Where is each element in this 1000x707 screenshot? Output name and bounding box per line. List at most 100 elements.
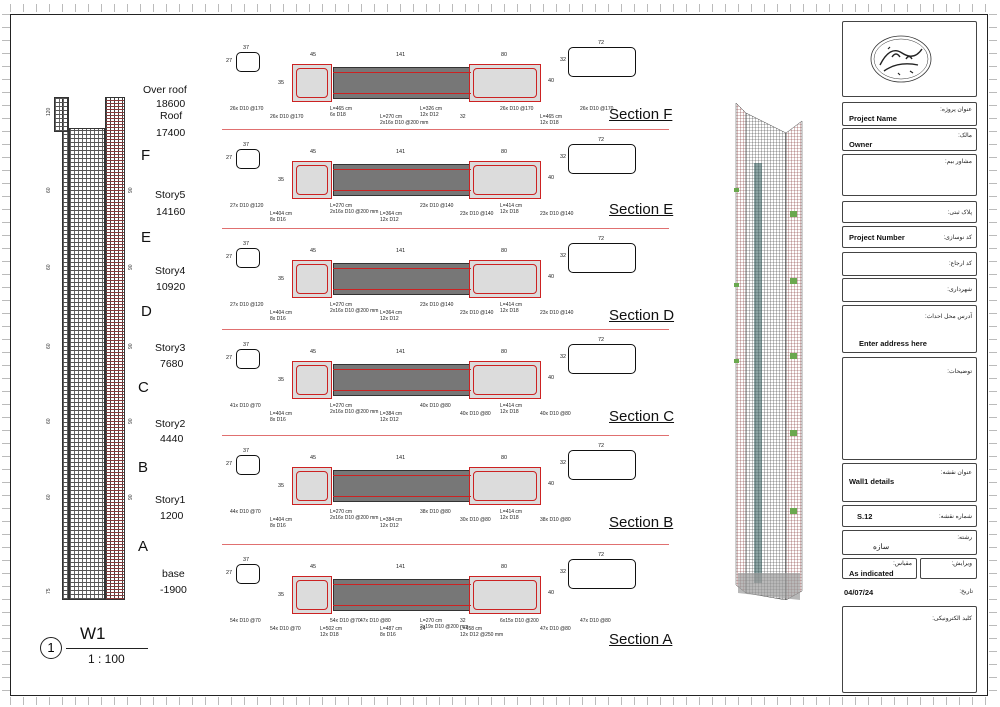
rebar-annotation: 47x D10 @80 [540,626,571,632]
level-elev: 4440 [160,433,184,445]
rebar-annotation: L=414 cm 12x D18 [500,509,523,521]
right-box-height-dim: 40 [548,481,555,487]
web-rebar-top [333,475,471,476]
right-stirrup-width-dim: 72 [598,137,605,143]
boundary-element-left [292,260,332,298]
dim-mid: 141 [396,149,406,155]
rebar-annotation: 32 [460,114,466,120]
level-name: Story5 [155,189,186,201]
stirrup-detail-left [236,248,260,268]
rebar-annotation: L=414 cm 12x D18 [500,203,523,215]
sheet-number: S.12 [857,512,873,521]
rebar-annotation: L=270 cm 2x16x D10 @200 mm [330,203,379,215]
stirrup-detail-left [236,564,260,584]
rebar-annotation: 23x D10 @140 [460,310,494,316]
rebar-annotation: 26x D10 @170 [580,106,614,112]
rebar-annotation: 40x D10 @80 [420,403,451,409]
rebar-annotation: 27x D10 @120 [230,203,264,209]
elevation-dim: 90 [128,418,134,424]
rebar-annotation: 6x15x D10 @200 [500,618,539,624]
boundary-element-right [469,361,541,399]
elevation-dim: 90 [128,494,134,500]
plaque-label: پلاک ثبتی: [947,210,972,216]
rebar-annotation: 27x D10 @120 [230,302,264,308]
logo-cell [842,21,977,97]
boundary-element-right [469,161,541,199]
web-rebar-top [333,268,471,269]
boundary-element-right [469,467,541,505]
level-elev: 17400 [156,127,186,139]
level-elev: 1200 [160,510,184,522]
rebar-annotation: L=404 cm 8x D16 [270,517,293,529]
elevation-dim: 90 [128,264,134,270]
owner-label: مالک: [958,133,972,139]
level-elev: -1900 [160,584,187,596]
rebar-annotation: L=364 cm 12x D12 [380,310,403,322]
rebar-annotation: L=270 cm 2x16x D10 @200 mm [380,114,429,126]
right-stirrup-height-dim: 32 [560,253,567,259]
address-label: آدرس محل احداث: [924,314,972,320]
key-cell: کلید الکترونیکی: [842,606,977,693]
dim-mid: 141 [396,349,406,355]
company-logo [870,35,932,83]
boundary-element-left [292,64,332,102]
boundary-element-right [469,576,541,614]
sheet-number-label: شماره نقشه: [939,514,972,520]
wall-elevation-body [69,128,105,600]
rebar-annotation: L=384 cm 12x D12 [380,411,403,423]
rebar-annotation: L=487 cm 8x D16 [380,626,403,638]
dim-left: 45 [310,248,317,254]
rebar-annotation: 23x D10 @140 [420,302,454,308]
rebar-annotation: 26x D10 @170 [230,106,264,112]
web-rebar-bottom [333,93,471,94]
address-cell: آدرس محل احداث: Enter address here [842,305,977,353]
zone-letter: A [138,538,149,555]
dim-mid: 141 [396,52,406,58]
elevation-dim: 90 [128,343,134,349]
discipline-cell: رشته: سازه [842,530,977,555]
right-stirrup-width-dim: 72 [598,40,605,46]
consultant-cell: مشاور بیم: [842,154,977,196]
dim-right: 80 [501,455,508,461]
elevation-dim: 120 [46,107,52,116]
dim-right: 80 [501,248,508,254]
right-stirrup-width-dim: 72 [598,337,605,343]
rebar-annotation: 23x D10 @140 [540,211,574,217]
stirrup-height-dim: 27 [226,355,233,361]
stirrup-detail-right [568,243,636,273]
project-number: Project Number [849,233,905,242]
level-name: Story4 [155,265,186,277]
dim-depth: 35 [278,377,285,383]
dim-depth: 35 [278,483,285,489]
section-title: Section A [609,631,673,648]
rebar-annotation: 54x D10 @70 [270,626,301,632]
elevation-dim: 60 [46,343,52,349]
level-name: Story2 [155,418,186,430]
stirrup-height-dim: 27 [226,461,233,467]
section-separator-line [222,228,669,229]
web-rebar-bottom [333,289,471,290]
border-ticks-right [989,14,997,696]
dim-depth: 35 [278,276,285,282]
rebar-annotation: L=465 cm 12x D18 [540,114,563,126]
rebar-annotation: 41x D10 @70 [230,403,261,409]
rebar-annotation: 23x D10 @140 [540,310,574,316]
section-title: Section C [609,408,675,425]
dim-left: 45 [310,52,317,58]
sheet-title: Wall1 details [849,477,895,486]
rebar-annotation: L=458 cm 12x D12 @250 mm [460,626,504,638]
stirrup-detail-left [236,455,260,475]
dim-depth: 35 [278,592,285,598]
rebar-annotation: L=326 cm 12x D12 [420,106,443,118]
rebar-annotation: L=270 cm 2x16x D10 @200 mm [330,403,379,415]
project-name-label: عنوان پروژه: [940,107,972,113]
zone-letter: F [141,147,151,164]
rebar-annotation: 40x D10 @80 [460,411,491,417]
dim-right: 80 [501,349,508,355]
level-name: Story3 [155,342,186,354]
level-name: Roof [160,110,183,122]
rebar-annotation: L=404 cm 8x D16 [270,411,293,423]
wall-elevation-left-column [62,97,69,600]
rebar-annotation: L=270 cm 2x16x D10 @200 mm [330,302,379,314]
owner: Owner [849,140,873,149]
